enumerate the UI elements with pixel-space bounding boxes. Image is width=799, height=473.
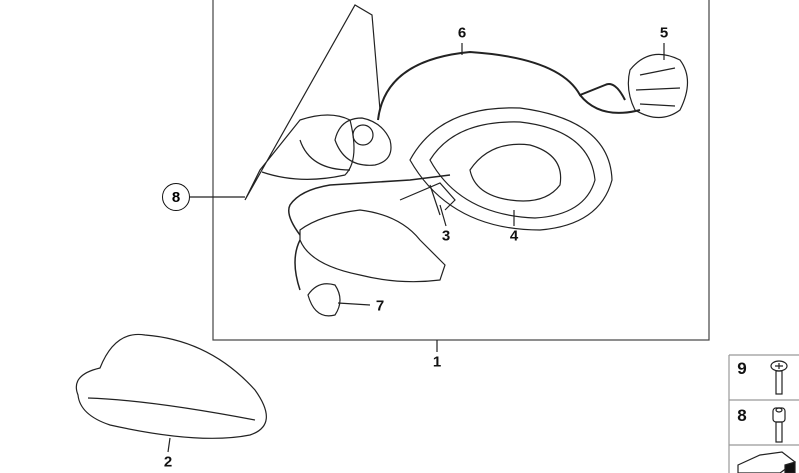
side-panel — [728, 354, 799, 473]
callout-7: 7 — [375, 297, 385, 315]
callout-6: 6 — [457, 24, 467, 42]
callout-8: 8 — [162, 183, 190, 211]
callout-4: 4 — [509, 227, 519, 245]
side-panel-number-9: 9 — [737, 359, 747, 378]
lower-housing-part — [299, 209, 446, 283]
glass-carrier-part-4 — [409, 107, 613, 231]
side-panel-number-8: 8 — [737, 406, 747, 425]
turn-signal-part-5 — [627, 53, 689, 119]
callout-3: 3 — [441, 227, 451, 245]
bracket-part-3 — [399, 182, 456, 216]
callout-1: 1 — [432, 353, 442, 371]
mirror-motor-part — [334, 117, 392, 166]
mirror-cap-part-2 — [75, 333, 267, 439]
wedge-part-icon — [737, 451, 796, 473]
cable-6 — [377, 50, 626, 121]
phillips-screw-icon — [770, 360, 788, 395]
assembly-frame — [212, 0, 710, 341]
mirror-base-part — [244, 4, 381, 201]
hex-socket-screw-icon — [772, 407, 786, 443]
callout-5: 5 — [659, 24, 669, 42]
part-7 — [307, 283, 341, 317]
callout-2: 2 — [163, 453, 173, 471]
